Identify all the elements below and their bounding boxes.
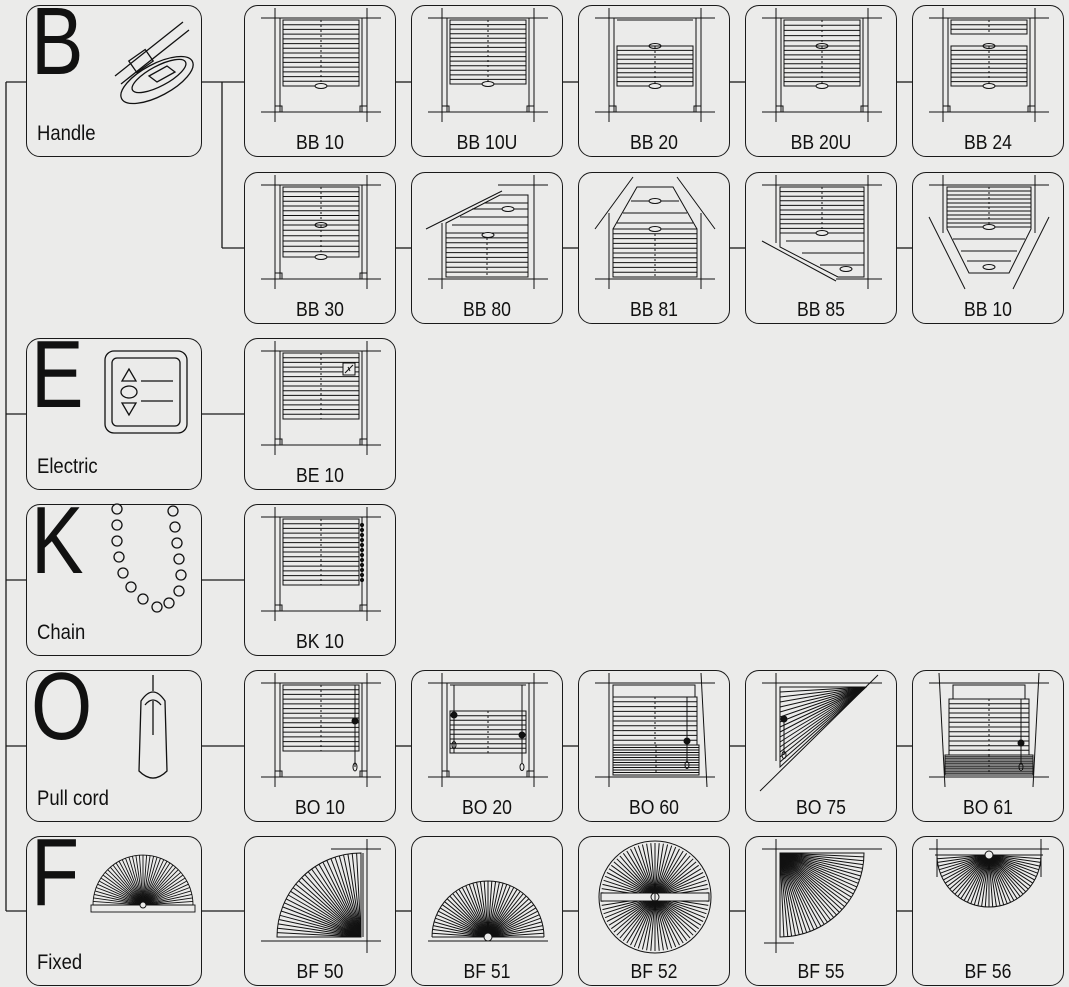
product-label: BF 51 <box>421 962 553 982</box>
category-electric[interactable]: E Electric <box>26 338 202 490</box>
product-card[interactable]: BO 20 <box>411 670 563 822</box>
product-label: BF 56 <box>922 962 1054 982</box>
product-label: BB 10 <box>254 133 386 153</box>
product-label: BO 61 <box>922 798 1054 818</box>
product-label: BB 80 <box>421 300 553 320</box>
product-card[interactable]: BB 10U <box>411 5 563 157</box>
category-letter: F <box>31 825 79 921</box>
blind-illustration <box>913 671 1065 795</box>
category-handle[interactable]: B Handle <box>26 5 202 157</box>
blind-illustration <box>746 6 898 130</box>
category-letter: O <box>31 659 92 755</box>
product-card[interactable]: BO 75 <box>745 670 897 822</box>
product-card[interactable]: BF 52 <box>578 836 730 986</box>
blind-illustration <box>579 6 731 130</box>
product-card[interactable]: BF 50 <box>244 836 396 986</box>
blind-illustration <box>579 671 731 795</box>
pull-cord-handle-icon <box>131 675 175 790</box>
blind-illustration <box>245 173 397 297</box>
category-label: Chain <box>37 622 85 643</box>
blind-illustration <box>412 837 564 961</box>
category-label: Handle <box>37 123 96 144</box>
product-card[interactable]: BB 80 <box>411 172 563 324</box>
product-label: BB 30 <box>254 300 386 320</box>
product-card[interactable]: BB 30 <box>244 172 396 324</box>
product-label: BB 24 <box>922 133 1054 153</box>
category-letter: B <box>31 0 84 90</box>
blind-illustration <box>913 173 1065 297</box>
product-card[interactable]: BO 61 <box>912 670 1064 822</box>
handle-icon <box>113 14 201 119</box>
product-label: BB 20U <box>755 133 887 153</box>
product-card[interactable]: BB 85 <box>745 172 897 324</box>
blind-illustration <box>746 837 898 961</box>
product-card[interactable]: BB 81 <box>578 172 730 324</box>
product-label: BB 20 <box>588 133 720 153</box>
category-letter: E <box>31 327 84 423</box>
product-label: BO 75 <box>755 798 887 818</box>
product-card[interactable]: BF 56 <box>912 836 1064 986</box>
product-label: BO 10 <box>254 798 386 818</box>
product-card[interactable]: BF 55 <box>745 836 897 986</box>
product-label: BB 10U <box>421 133 553 153</box>
blind-illustration <box>245 339 397 463</box>
bead-chain-icon <box>97 503 201 628</box>
category-label: Fixed <box>37 952 82 973</box>
product-card[interactable]: BE 10 <box>244 338 396 490</box>
blind-illustration <box>412 6 564 130</box>
blind-illustration <box>746 671 898 795</box>
product-card[interactable]: BK 10 <box>244 504 396 656</box>
product-card[interactable]: BB 10 <box>244 5 396 157</box>
blind-illustration <box>412 173 564 297</box>
product-label: BB 10 <box>922 300 1054 320</box>
category-pull-cord[interactable]: O Pull cord <box>26 670 202 822</box>
product-label: BE 10 <box>254 466 386 486</box>
product-label: BK 10 <box>254 632 386 652</box>
blind-illustration <box>245 671 397 795</box>
blind-illustration <box>746 173 898 297</box>
category-letter: K <box>31 493 84 589</box>
product-label: BB 85 <box>755 300 887 320</box>
blind-illustration <box>579 173 731 297</box>
category-chain[interactable]: K Chain <box>26 504 202 656</box>
blind-illustration <box>913 837 1065 961</box>
blind-illustration <box>245 837 397 961</box>
blind-illustration <box>245 505 397 629</box>
product-label: BO 60 <box>588 798 720 818</box>
category-label: Pull cord <box>37 788 109 809</box>
product-label: BF 50 <box>254 962 386 982</box>
blind-illustration <box>412 671 564 795</box>
product-card[interactable]: BB 20 <box>578 5 730 157</box>
product-card[interactable]: BF 51 <box>411 836 563 986</box>
category-label: Electric <box>37 456 98 477</box>
fan-blind-icon <box>87 841 199 924</box>
product-label: BF 52 <box>588 962 720 982</box>
blind-illustration <box>913 6 1065 130</box>
product-card[interactable]: BO 10 <box>244 670 396 822</box>
wall-switch-icon <box>103 349 191 442</box>
product-card[interactable]: BB 10 <box>912 172 1064 324</box>
product-card[interactable]: BB 24 <box>912 5 1064 157</box>
product-label: BF 55 <box>755 962 887 982</box>
product-label: BB 81 <box>588 300 720 320</box>
product-card[interactable]: BB 20U <box>745 5 897 157</box>
category-fixed[interactable]: F Fixed <box>26 836 202 986</box>
blind-illustration <box>245 6 397 130</box>
blind-illustration <box>579 837 731 961</box>
product-label: BO 20 <box>421 798 553 818</box>
product-card[interactable]: BO 60 <box>578 670 730 822</box>
